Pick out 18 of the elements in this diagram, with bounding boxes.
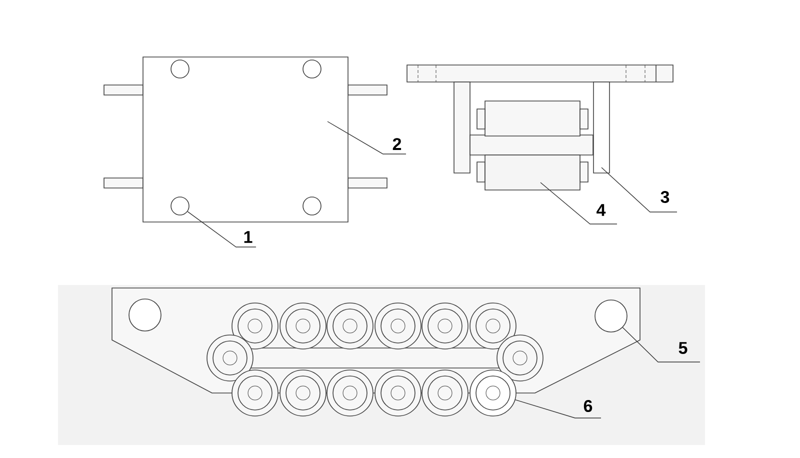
callout-number: 2: [392, 138, 402, 150]
bolt-hole: [170, 196, 190, 216]
roller: [484, 154, 580, 190]
leader-line: [622, 327, 700, 362]
leader-line: [187, 211, 256, 248]
callout-number: 3: [660, 190, 670, 204]
callout-number: 6: [584, 400, 592, 412]
leader-line: [515, 399, 602, 418]
callout-number: 1: [244, 231, 252, 243]
plate: [142, 56, 348, 222]
leader-line: [601, 167, 678, 212]
callout-number: 4: [596, 204, 606, 216]
chain-roller: [470, 370, 516, 416]
leader-line: [540, 182, 618, 224]
plate: [593, 82, 610, 174]
callout-number: 5: [678, 342, 688, 354]
leader-line: [327, 121, 406, 154]
bolt-hole: [594, 300, 628, 332]
